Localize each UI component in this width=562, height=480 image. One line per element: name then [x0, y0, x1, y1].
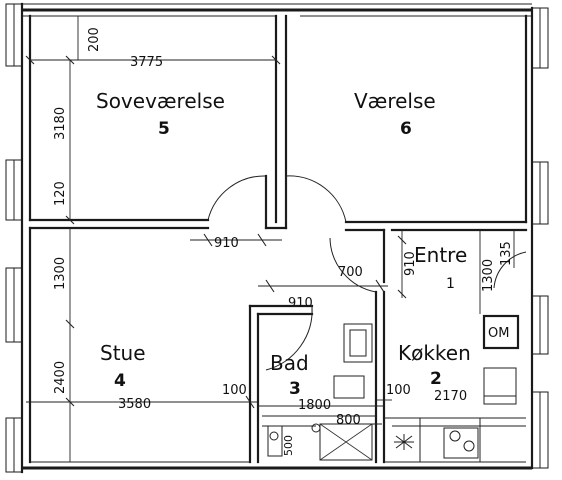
- door-bad: [265, 305, 313, 371]
- room-number-kokken: 2: [430, 369, 442, 389]
- room-name-sovevaerelse: Soveværelse: [96, 89, 225, 113]
- dim-2400: 2400: [53, 361, 68, 394]
- room-name-stue: Stue: [100, 341, 146, 365]
- room-number-entre: 1: [446, 276, 455, 292]
- dim-910-top: 910: [214, 236, 239, 251]
- fridge: [483, 367, 517, 405]
- room-labels: Soveværelse 5 Værelse 6 Entre 1 Stue 4 B…: [96, 89, 509, 399]
- door-entre: [329, 237, 377, 293]
- room-number-sovevaerelse: 5: [158, 119, 170, 139]
- right-facade-windows: [531, 7, 549, 469]
- dim-910-vertical: 910: [403, 251, 418, 276]
- dim-120: 120: [53, 181, 68, 206]
- drain: [311, 423, 321, 433]
- stove: [443, 427, 479, 459]
- dim-500: 500: [282, 435, 295, 456]
- room-name-kokken: Køkken: [398, 341, 471, 365]
- room-name-vaerelse: Værelse: [354, 89, 436, 113]
- dim-135: 135: [499, 241, 514, 266]
- doors: [207, 175, 527, 371]
- dim-3775: 3775: [130, 55, 163, 70]
- room-number-stue: 4: [114, 371, 126, 391]
- dim-1300-right: 1300: [481, 259, 496, 292]
- fixtures: [262, 323, 526, 462]
- dim-910-mid: 910: [288, 296, 313, 311]
- dim-1300-left: 1300: [53, 257, 68, 290]
- sink-symbol: [394, 434, 414, 450]
- room-name-bad: Bad: [270, 351, 309, 375]
- dim-800: 800: [336, 413, 361, 428]
- left-facade-windows: [5, 3, 23, 473]
- room-name-entre: Entre: [414, 243, 467, 267]
- washbasin: [343, 323, 373, 363]
- dim-200: 200: [87, 27, 102, 52]
- room-number-bad: 3: [289, 379, 301, 399]
- door-entrance: [493, 251, 527, 289]
- dim-100-left: 100: [222, 383, 247, 398]
- room-number-vaerelse: 6: [400, 119, 412, 139]
- toilet: [333, 375, 365, 399]
- om-label: OM: [488, 326, 509, 341]
- door-vaerelse: [285, 175, 347, 223]
- top-wall: [22, 3, 532, 17]
- dimension-lines: [25, 16, 515, 462]
- dim-700: 700: [338, 265, 363, 280]
- dim-3580: 3580: [118, 397, 151, 412]
- dim-2170: 2170: [434, 389, 467, 404]
- dim-1800: 1800: [298, 398, 331, 413]
- dim-3180: 3180: [53, 107, 68, 140]
- dim-100-right: 100: [386, 383, 411, 398]
- dimension-texts: 3775 200 3180 120 910 1300 700 910 910 1…: [53, 27, 514, 456]
- om-cabinet: [482, 314, 520, 350]
- door-sovevaerelse: [207, 175, 267, 221]
